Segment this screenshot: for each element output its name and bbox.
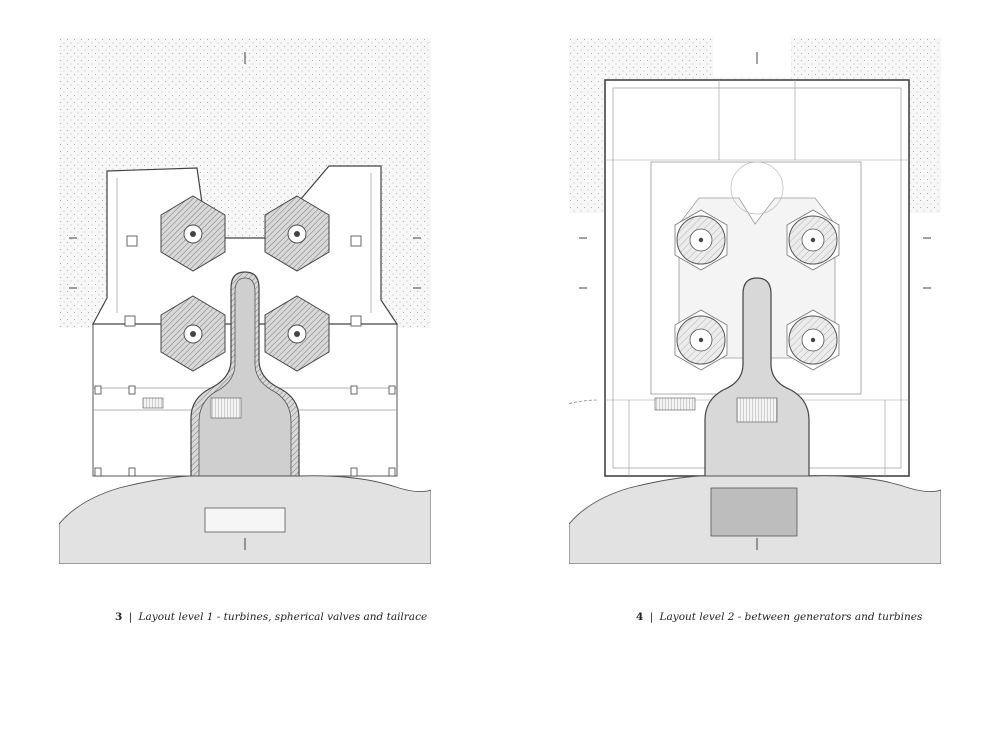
stair-left <box>142 397 164 409</box>
turbine-top-left <box>160 195 226 272</box>
caption-text: Layout level 2 - between generators and … <box>659 611 923 623</box>
stair-right <box>654 397 696 411</box>
tailrace-inner <box>198 277 292 507</box>
inner-walls <box>93 173 397 411</box>
caption-separator: | <box>649 611 654 623</box>
access-path <box>569 399 600 405</box>
outlet-structure <box>204 507 286 533</box>
plan-drawing-level-1 <box>59 38 431 564</box>
figure-number: 3 <box>115 611 123 623</box>
outlet-structure <box>710 487 798 537</box>
stair-center <box>210 397 242 419</box>
access-opening <box>713 38 791 78</box>
generator-top-right <box>786 209 840 271</box>
turbine-bottom-right <box>264 295 330 372</box>
plan-drawing-level-2 <box>569 38 941 564</box>
turbine-top-right <box>264 195 330 272</box>
plan-level-1-svg <box>59 38 431 564</box>
section-markers <box>69 52 421 550</box>
generator-bottom-left <box>674 309 728 371</box>
columns <box>94 235 396 477</box>
stair-core <box>736 397 778 423</box>
figure-caption-3: 3 | Layout level 1 - turbines, spherical… <box>115 611 427 623</box>
caption-separator: | <box>128 611 133 623</box>
figure-number: 4 <box>636 611 644 623</box>
figure-caption-4: 4 | Layout level 2 - between generators … <box>636 611 922 623</box>
caption-text: Layout level 1 - turbines, spherical val… <box>138 611 428 623</box>
plan-level-2-svg <box>569 38 941 564</box>
generator-bottom-right <box>786 309 840 371</box>
tailrace-shaft <box>704 277 810 489</box>
crane-circle <box>730 161 784 215</box>
turbine-bottom-left <box>160 295 226 372</box>
section-markers <box>579 52 931 550</box>
generator-top-left <box>674 209 728 271</box>
